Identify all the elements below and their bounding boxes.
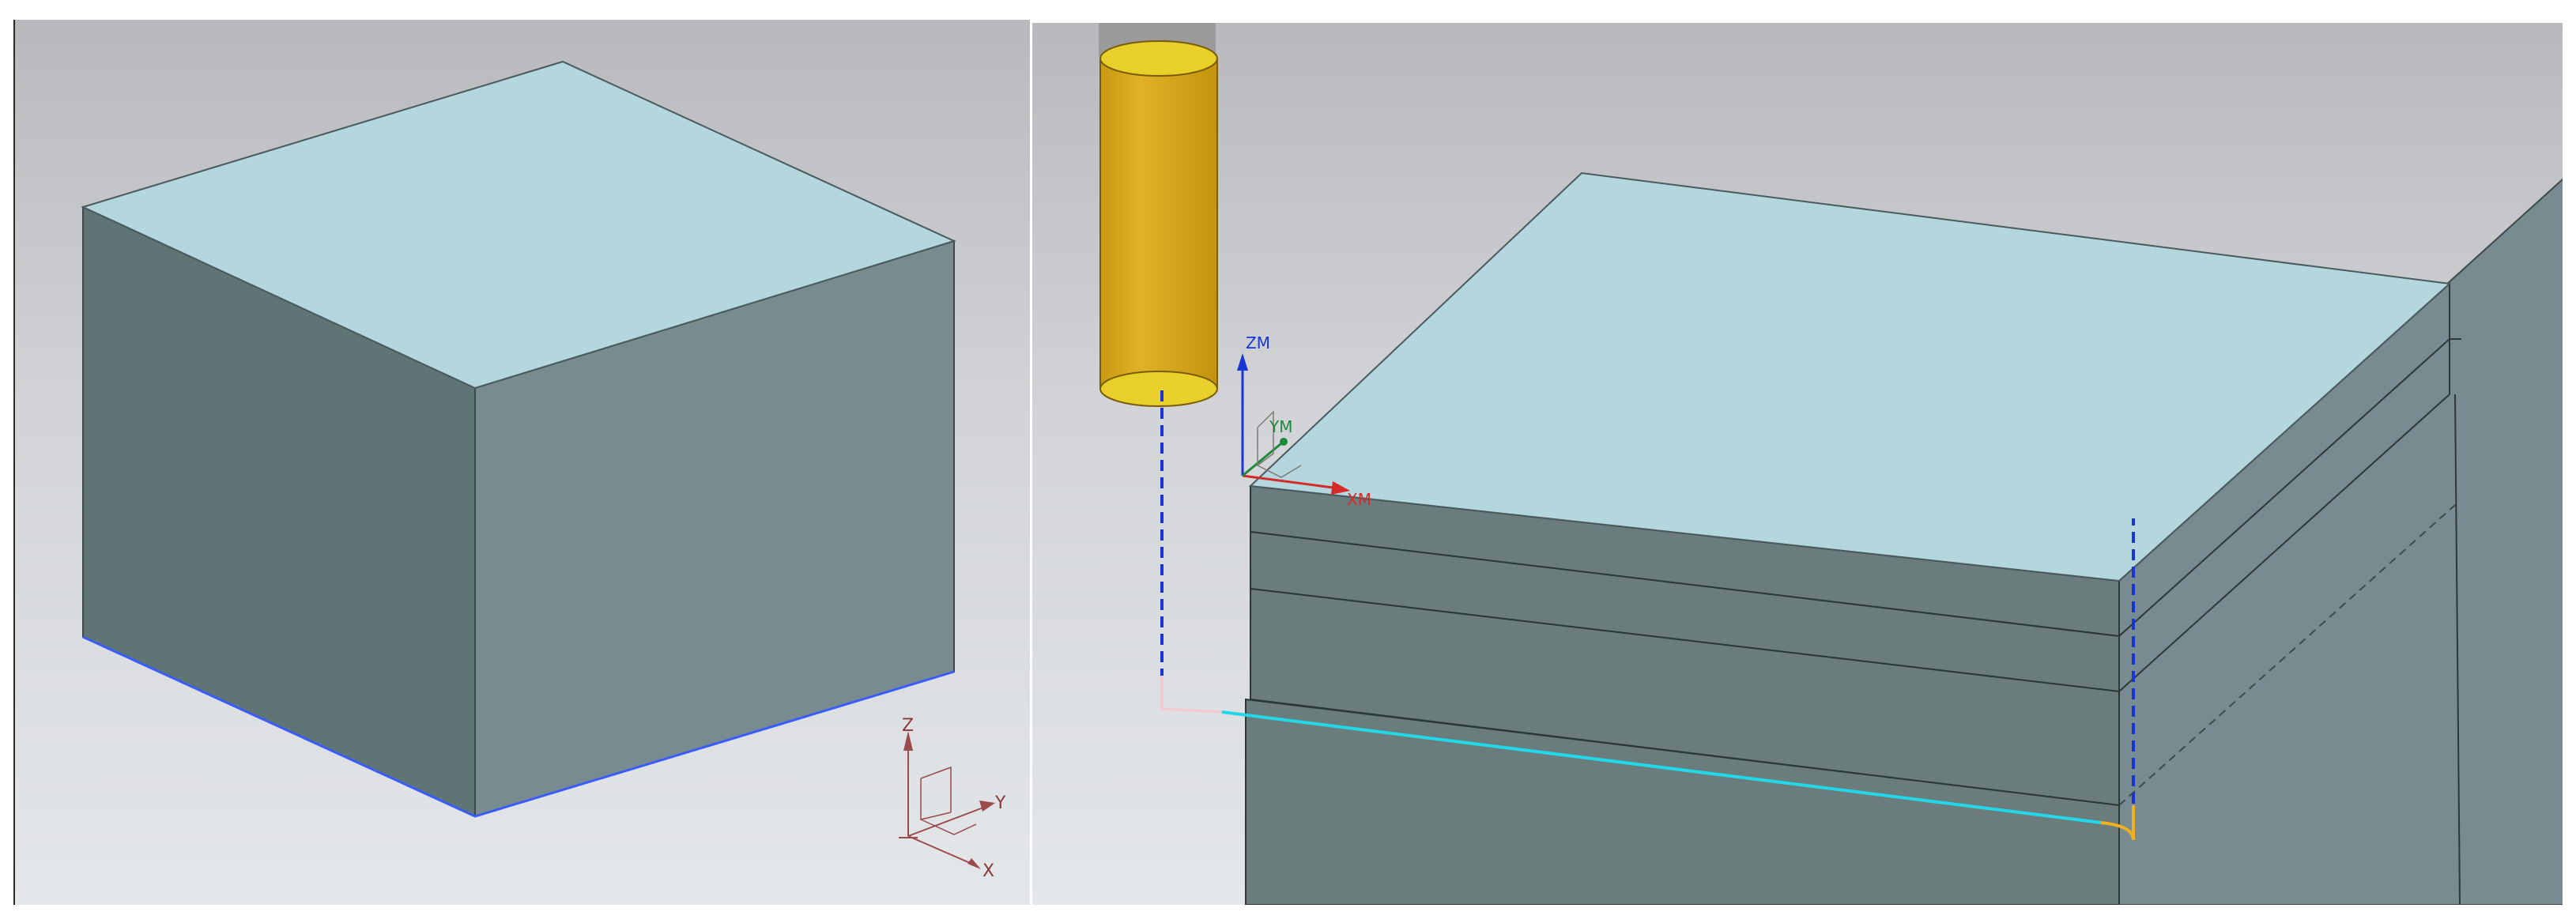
wcs-triad — [1237, 353, 1350, 495]
left-graphics-window[interactable]: Z Y X — [13, 20, 1030, 905]
triad-x-label: X — [983, 861, 994, 881]
wcs-ym-label: YM — [1269, 417, 1292, 436]
triad-z-label: Z — [902, 716, 914, 736]
block-front-face-base[interactable] — [1245, 698, 2120, 905]
toolpath[interactable] — [1160, 390, 2135, 841]
block-top-face[interactable] — [1248, 171, 2452, 582]
wcs-xm-label: XM — [1347, 490, 1371, 509]
selected-bottom-edge[interactable] — [82, 635, 955, 818]
right-canvas[interactable]: ZM YM XM — [1032, 23, 2563, 905]
right-graphics-window[interactable]: ZM YM XM — [1032, 23, 2563, 905]
approach-move — [1160, 676, 1223, 714]
triad-y-label: Y — [994, 793, 1006, 813]
engage-arc — [2100, 805, 2135, 841]
left-canvas[interactable]: Z Y X — [15, 20, 1030, 905]
block-top-face[interactable] — [81, 60, 956, 390]
cutting-move — [1221, 710, 2102, 824]
view-triad — [899, 731, 995, 869]
cutting-tool[interactable] — [1099, 40, 1218, 407]
wcs-zm-label: ZM — [1246, 333, 1270, 352]
